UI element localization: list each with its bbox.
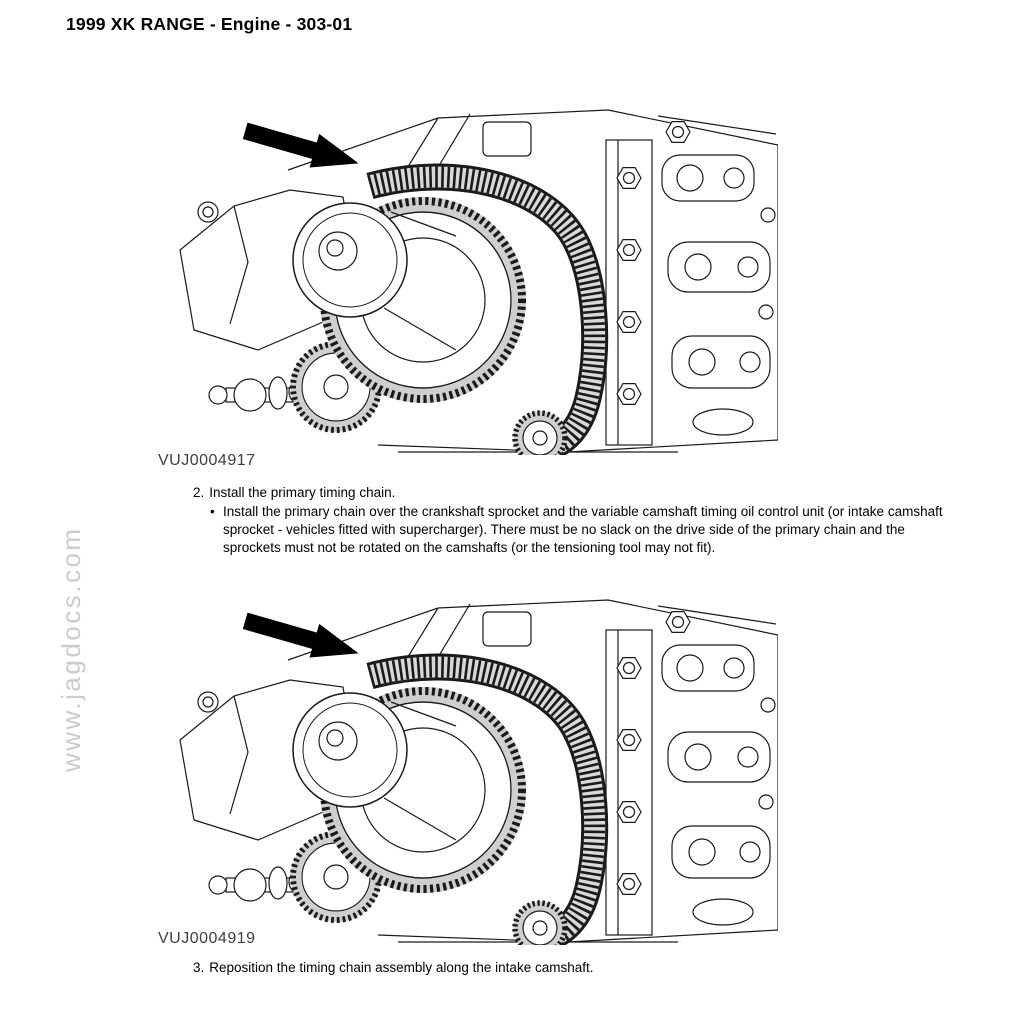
step-2: 2. Install the primary timing chain. • In…: [193, 484, 959, 557]
step-2-line: 2. Install the primary timing chain.: [193, 484, 959, 502]
step-2-number: 2.: [193, 485, 205, 500]
step-2-bullet: • Install the primary chain over the cra…: [193, 503, 959, 557]
step-3-line: 3. Reposition the timing chain assembly a…: [193, 959, 959, 977]
watermark-text: www.jagdocs.com: [56, 526, 86, 772]
step-3-number: 3.: [193, 960, 205, 975]
figure-caption: VUJ0004917: [158, 452, 256, 469]
bullet-icon: •: [210, 504, 215, 519]
step-3-text: Reposition the timing chain assembly alo…: [209, 960, 594, 975]
page-title: 1999 XK RANGE - Engine - 303-01: [66, 14, 353, 34]
step-2-text: Install the primary timing chain.: [209, 485, 396, 500]
step-3: 3. Reposition the timing chain assembly a…: [193, 959, 959, 977]
figure-timing-chain-reposition: [138, 590, 778, 945]
step-2-bullet-text: Install the primary chain over the crank…: [223, 504, 943, 555]
figure-timing-chain-install: [138, 100, 778, 455]
figure-caption: VUJ0004919: [158, 930, 256, 947]
